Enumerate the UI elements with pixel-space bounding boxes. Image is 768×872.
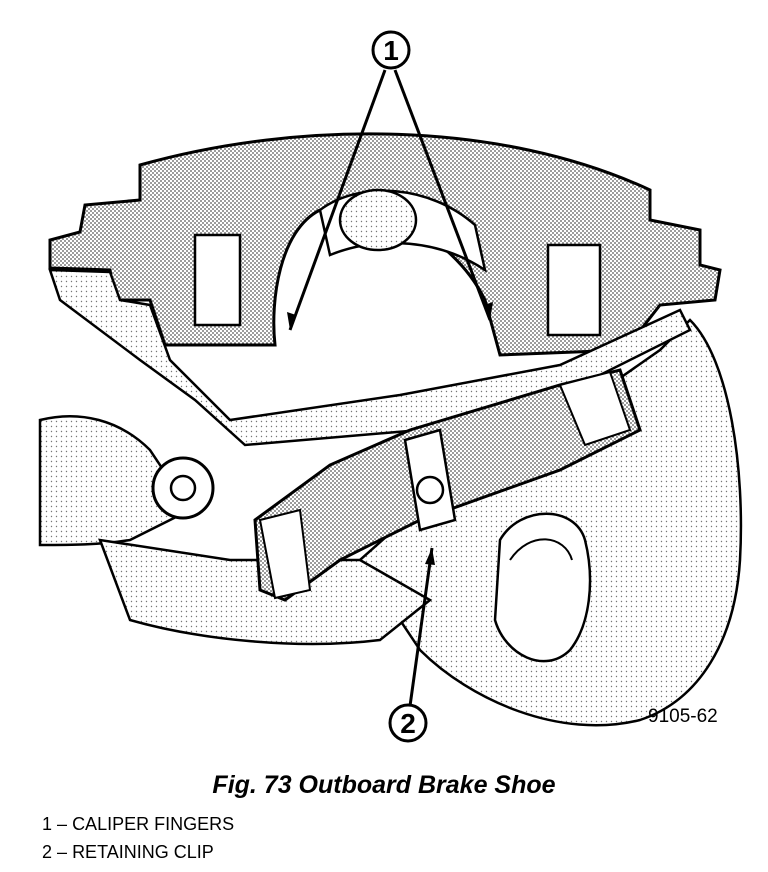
figure-id: 9105-62 (648, 706, 718, 727)
leader-line (288, 69, 387, 331)
legend: 1 – CALIPER FINGERS 2 – RETAINING CLIP (42, 810, 234, 866)
callout-number: 2 (400, 708, 416, 739)
leader-line (393, 69, 492, 321)
brake-shoe-illustration: 1 2 (38, 30, 743, 743)
legend-separator: – (57, 842, 68, 862)
legend-label: CALIPER FINGERS (72, 814, 235, 834)
retaining-clip (253, 368, 642, 602)
callout-1: 1 (287, 30, 493, 331)
legend-item: 2 – RETAINING CLIP (42, 838, 234, 866)
legend-label: RETAINING CLIP (72, 842, 214, 862)
hand (358, 318, 743, 727)
outboard-brake-shoe (48, 132, 722, 357)
callout-number: 1 (383, 35, 399, 66)
leader-line (408, 547, 434, 707)
figure-caption: Fig. 73 Outboard Brake Shoe (212, 771, 556, 799)
legend-number: 2 (42, 842, 53, 862)
legend-number: 1 (42, 814, 53, 834)
legend-separator: – (57, 814, 68, 834)
callout-2: 2 (388, 547, 435, 743)
legend-item: 1 – CALIPER FINGERS (42, 810, 234, 838)
